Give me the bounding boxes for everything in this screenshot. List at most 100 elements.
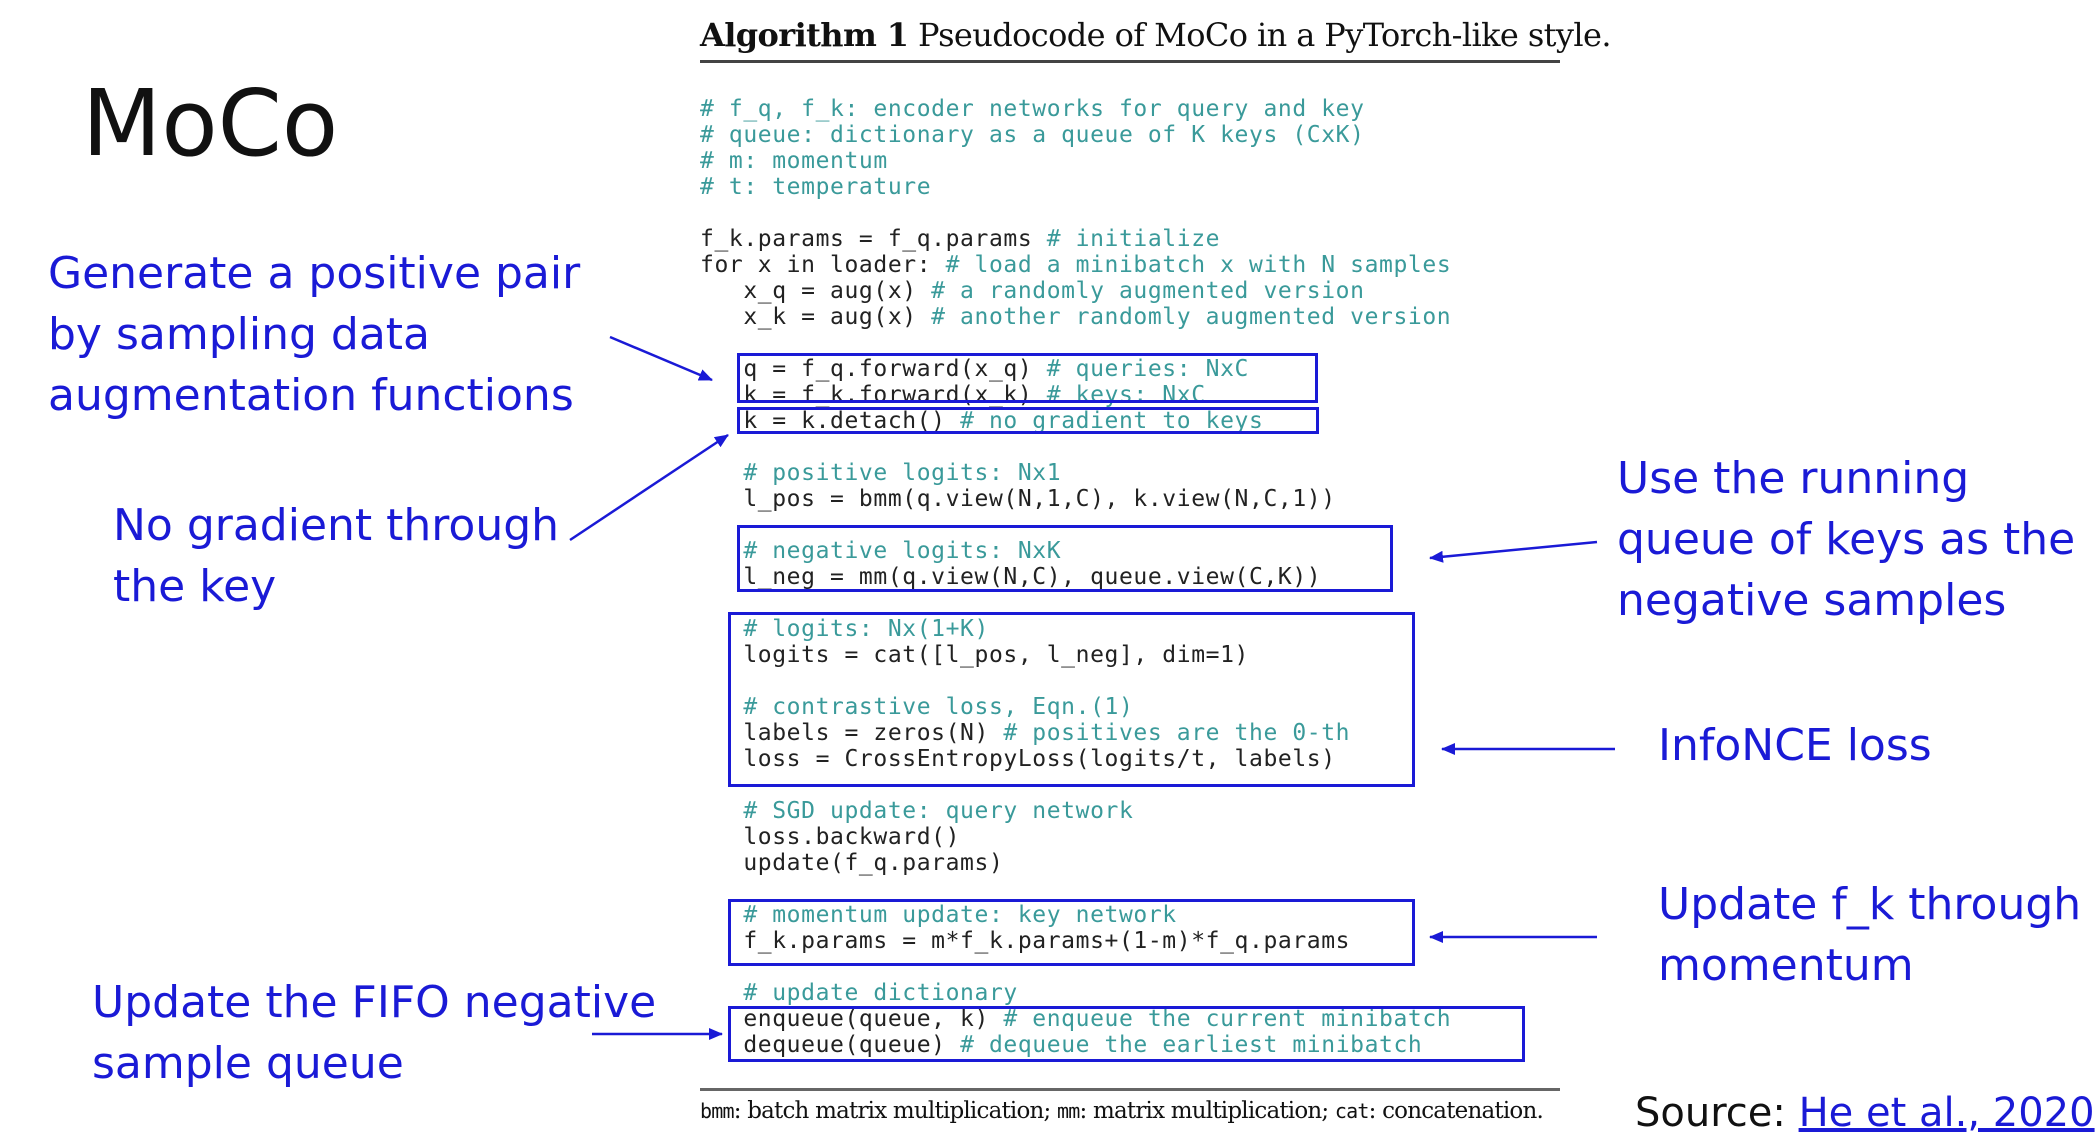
code-line: x_q = aug(x) # a randomly augmented vers… bbox=[700, 278, 1365, 304]
code-text: enqueue(queue, k) bbox=[700, 1006, 1004, 1032]
code-comment: # queries: NxC bbox=[1046, 356, 1249, 382]
annotation-line: Use the running bbox=[1617, 453, 1970, 504]
arrow-no-gradient bbox=[569, 433, 729, 542]
annotation-line: queue of keys as the bbox=[1617, 514, 2076, 565]
code-comment: # initialize bbox=[1046, 226, 1221, 252]
code-comment: # no gradient to keys bbox=[960, 408, 1264, 434]
code-line: # update dictionary bbox=[700, 980, 1018, 1006]
code-line: enqueue(queue, k) # enqueue the current … bbox=[700, 1006, 1451, 1032]
annotation-line: InfoNCE loss bbox=[1658, 720, 1932, 771]
footnote-part: : matrix multiplication; bbox=[1079, 1098, 1335, 1124]
code-comment: # enqueue the current minibatch bbox=[1003, 1006, 1452, 1032]
footnote-part: : batch matrix multiplication; bbox=[733, 1098, 1058, 1124]
code-line: labels = zeros(N) # positives are the 0-… bbox=[700, 720, 1350, 746]
code-line: l_neg = mm(q.view(N,C), queue.view(C,K)) bbox=[700, 564, 1321, 590]
code-line: for x in loader: # load a minibatch x wi… bbox=[700, 252, 1451, 278]
annotation-no-gradient: No gradient through the key bbox=[113, 495, 559, 617]
footnote-part: cat bbox=[1334, 1099, 1370, 1123]
code-line: k = k.detach() # no gradient to keys bbox=[700, 408, 1263, 434]
code-comment: # queue: dictionary as a queue of K keys… bbox=[700, 122, 1365, 148]
code-line: f_k.params = m*f_k.params+(1-m)*f_q.para… bbox=[700, 928, 1350, 954]
annotation-negatives: Use the running queue of keys as the neg… bbox=[1617, 448, 2075, 631]
code-text: loss = CrossEntropyLoss(logits/t, labels… bbox=[700, 746, 1336, 772]
code-comment: # positives are the 0-th bbox=[1003, 720, 1351, 746]
code-text: l_neg = mm(q.view(N,C), queue.view(C,K)) bbox=[700, 564, 1322, 590]
code-text: labels = zeros(N) bbox=[700, 720, 1004, 746]
arrow-negatives bbox=[1429, 540, 1598, 563]
annotation-line: Update the FIFO negative bbox=[92, 977, 657, 1028]
source-link[interactable]: He et al., 2020 bbox=[1798, 1090, 2095, 1136]
algorithm-bottom-rule bbox=[700, 1088, 1560, 1091]
code-text: x_q = aug(x) bbox=[700, 278, 932, 304]
annotation-line: sample queue bbox=[92, 1038, 404, 1089]
highlight-box-infonce bbox=[728, 612, 1415, 787]
annotation-line: augmentation functions bbox=[48, 370, 574, 421]
annotation-line: the key bbox=[113, 561, 277, 612]
algorithm-top-rule bbox=[700, 60, 1560, 63]
algorithm-box: Algorithm 1 Pseudocode of MoCo in a PyTo… bbox=[700, 0, 1612, 1142]
code-text: logits = cat([l_pos, l_neg], dim=1) bbox=[700, 642, 1249, 668]
code-line: l_pos = bmm(q.view(N,1,C), k.view(N,C,1)… bbox=[700, 486, 1336, 512]
code-comment: # keys: NxC bbox=[1046, 382, 1206, 408]
code-text: update(f_q.params) bbox=[700, 850, 1004, 876]
algorithm-caption: Algorithm 1 Pseudocode of MoCo in a PyTo… bbox=[700, 16, 1612, 54]
annotation-line: negative samples bbox=[1617, 575, 2007, 626]
code-line: q = f_q.forward(x_q) # queries: NxC bbox=[700, 356, 1249, 382]
code-text: k = f_k.forward(x_k) bbox=[700, 382, 1047, 408]
code-comment: # contrastive loss, Eqn.(1) bbox=[743, 694, 1134, 720]
code-comment: # dequeue the earliest minibatch bbox=[960, 1032, 1423, 1058]
code-line: k = f_k.forward(x_k) # keys: NxC bbox=[700, 382, 1206, 408]
code-text: dequeue(queue) bbox=[700, 1032, 961, 1058]
code-line: # negative logits: NxK bbox=[700, 538, 1061, 564]
annotation-line: by sampling data bbox=[48, 309, 430, 360]
code-text: f_k.params = f_q.params bbox=[700, 226, 1047, 252]
footnote-part: mm bbox=[1057, 1099, 1080, 1123]
code-line: # momentum update: key network bbox=[700, 902, 1177, 928]
code-line: # positive logits: Nx1 bbox=[700, 460, 1061, 486]
code-text: for x in loader: bbox=[700, 252, 946, 278]
highlight-box-detach bbox=[737, 407, 1319, 434]
code-line: update(f_q.params) bbox=[700, 850, 1003, 876]
source-label: Source: bbox=[1635, 1090, 1799, 1136]
highlight-box-momentum bbox=[728, 899, 1415, 966]
code-comment: # m: momentum bbox=[700, 148, 888, 174]
algorithm-footnote: bmm: batch matrix multiplication; mm: ma… bbox=[700, 1098, 1544, 1124]
code-line: x_k = aug(x) # another randomly augmente… bbox=[700, 304, 1451, 330]
annotation-momentum: Update f_k through momentum bbox=[1658, 874, 2081, 996]
code-line: # contrastive loss, Eqn.(1) bbox=[700, 694, 1133, 720]
code-comment: # f_q, f_k: encoder networks for query a… bbox=[700, 96, 1365, 122]
code-text: loss.backward() bbox=[700, 824, 961, 850]
code-text: f_k.params = m*f_k.params+(1-m)*f_q.para… bbox=[700, 928, 1351, 954]
footnote-part: : concatenation. bbox=[1368, 1098, 1544, 1124]
highlight-box-encoders bbox=[737, 353, 1318, 403]
algorithm-caption-text: Pseudocode of MoCo in a PyTorch-like sty… bbox=[918, 16, 1612, 54]
code-line: # SGD update: query network bbox=[700, 798, 1133, 824]
highlight-box-negative-logits bbox=[737, 525, 1393, 592]
annotation-line: Generate a positive pair bbox=[48, 248, 581, 299]
code-comment: # another randomly augmented version bbox=[931, 304, 1452, 330]
code-line: # t: temperature bbox=[700, 174, 931, 200]
code-comment: # update dictionary bbox=[743, 980, 1018, 1006]
code-text: k = k.detach() bbox=[700, 408, 961, 434]
annotation-line: momentum bbox=[1658, 940, 1914, 991]
code-comment: # load a minibatch x with N samples bbox=[945, 252, 1452, 278]
code-line: # logits: Nx(1+K) bbox=[700, 616, 989, 642]
code-comment: # t: temperature bbox=[700, 174, 932, 200]
code-line: dequeue(queue) # dequeue the earliest mi… bbox=[700, 1032, 1422, 1058]
arrow-positive-pair bbox=[609, 335, 713, 382]
code-comment: # positive logits: Nx1 bbox=[743, 460, 1062, 486]
annotation-fifo: Update the FIFO negative sample queue bbox=[92, 972, 656, 1094]
highlight-box-queue bbox=[728, 1006, 1525, 1062]
code-line: # queue: dictionary as a queue of K keys… bbox=[700, 122, 1365, 148]
code-comment: # negative logits: NxK bbox=[743, 538, 1062, 564]
annotation-positive-pair: Generate a positive pair by sampling dat… bbox=[48, 243, 580, 426]
code-text: x_k = aug(x) bbox=[700, 304, 932, 330]
annotation-line: No gradient through bbox=[113, 500, 560, 551]
code-line: loss.backward() bbox=[700, 824, 960, 850]
slide-title: MoCo bbox=[82, 70, 339, 177]
code-text: q = f_q.forward(x_q) bbox=[700, 356, 1047, 382]
algorithm-number: Algorithm 1 bbox=[700, 16, 909, 54]
code-line: f_k.params = f_q.params # initialize bbox=[700, 226, 1220, 252]
code-comment: # SGD update: query network bbox=[743, 798, 1134, 824]
